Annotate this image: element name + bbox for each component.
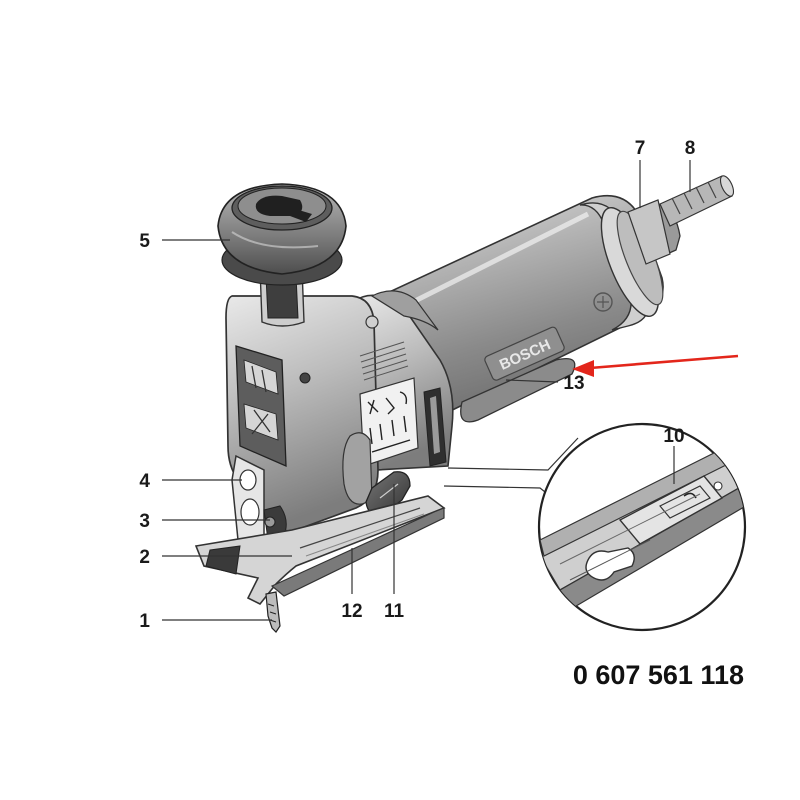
callout-leaders	[162, 160, 691, 621]
base-plate	[194, 495, 446, 633]
detail-view	[443, 422, 747, 632]
air-inlet-fitting	[627, 175, 735, 265]
callout-5: 5	[139, 231, 150, 252]
callout-4: 4	[139, 471, 150, 492]
callout-10: 10	[663, 426, 684, 447]
pendulum-lever	[365, 471, 411, 516]
handle-grip	[460, 357, 576, 423]
callout-13: 13	[563, 373, 584, 394]
callout-1: 1	[139, 611, 150, 632]
saw-blade	[265, 591, 281, 633]
callout-11: 11	[384, 601, 405, 622]
callout-8: 8	[685, 138, 696, 159]
part-number: 0 607 561 118	[573, 660, 744, 690]
speed-knob	[217, 183, 347, 327]
motor-housing: BOSCH	[371, 194, 664, 425]
bosch-logo-icon	[593, 292, 613, 312]
callout-labels: 1 2 3 4 5 7 8 10 11 12 13	[139, 138, 695, 632]
callout-2: 2	[139, 547, 150, 568]
brand-plate	[484, 326, 565, 381]
callout-3: 3	[139, 511, 150, 532]
callout-7: 7	[635, 138, 646, 159]
callout-12: 12	[341, 601, 362, 622]
highlight-arrow	[572, 354, 739, 377]
